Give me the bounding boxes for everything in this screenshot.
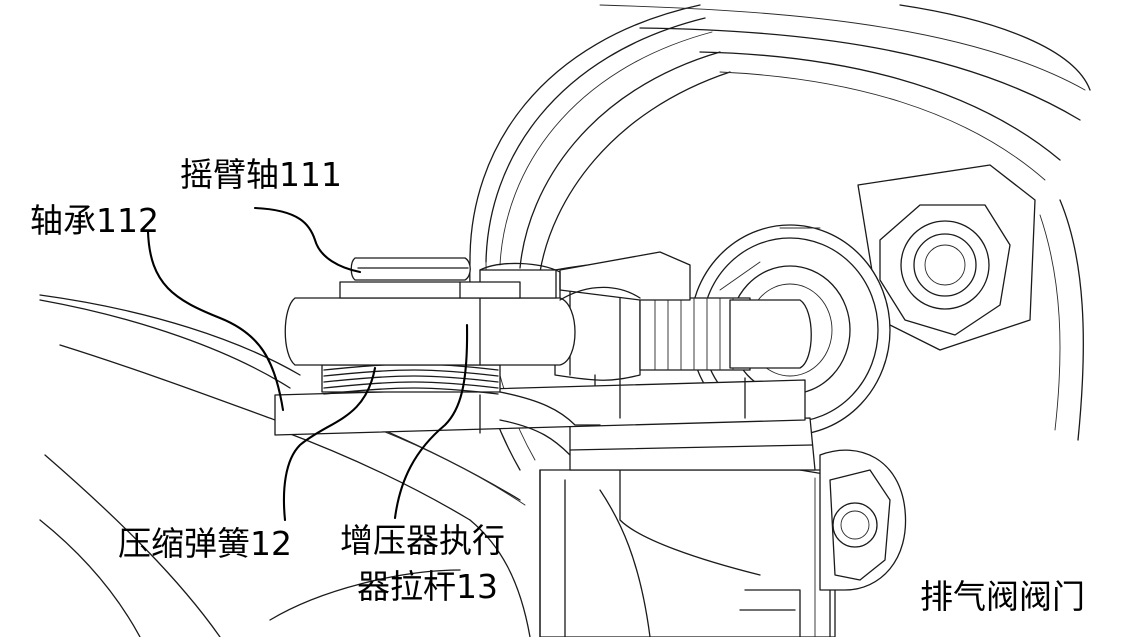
rocker-base-block <box>274 377 806 436</box>
callout-labels: 摇臂轴111 轴承112 压缩弹簧12 增压器执行 器拉杆13 排气阀阀门 <box>30 155 1085 616</box>
compression-spring <box>321 363 501 395</box>
label-rocker-shaft: 摇臂轴111 <box>180 155 342 194</box>
actuator-rod <box>554 251 812 421</box>
label-bearing: 轴承112 <box>30 201 159 240</box>
label-actuator-rod-line1: 增压器执行 <box>340 521 505 560</box>
mounting-bracket <box>539 469 836 637</box>
leader-compression-spring <box>282 366 377 522</box>
leader-bearing <box>146 230 285 412</box>
leader-lines <box>146 206 469 522</box>
rocker-arm <box>284 257 641 456</box>
lower-nut <box>819 449 907 591</box>
label-exhaust-valve: 排气阀阀门 <box>920 577 1085 616</box>
label-compression-spring: 压缩弹簧12 <box>118 524 292 563</box>
leader-rocker-shaft <box>253 206 362 274</box>
leader-actuator-rod <box>393 323 469 520</box>
label-actuator-rod-line2: 器拉杆13 <box>357 567 498 606</box>
